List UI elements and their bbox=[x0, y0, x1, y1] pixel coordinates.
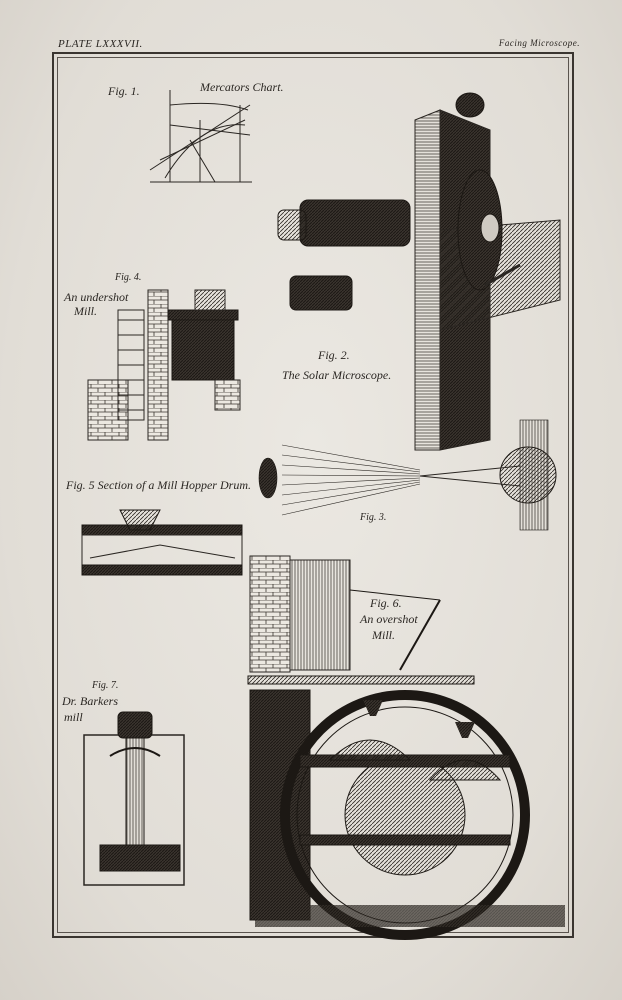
plate-title: PLATE LXXXVII. bbox=[58, 38, 143, 50]
fig7-title-line1: Dr. Barkers bbox=[62, 694, 118, 708]
fig4-undershot-mill bbox=[87, 289, 241, 441]
fig7-barkers-mill bbox=[83, 711, 185, 886]
fig5-caption: Fig. 5 Section of a Mill Hopper Drum. bbox=[66, 478, 251, 492]
fig1-number: Fig. 1. bbox=[108, 84, 140, 98]
fig5-hopper-drum bbox=[81, 509, 243, 576]
fig3-number: Fig. 3. bbox=[360, 512, 387, 523]
fig2-title: The Solar Microscope. bbox=[282, 368, 392, 382]
fig6-title-line1: An overshot bbox=[360, 612, 418, 626]
fig2-number: Fig. 2. bbox=[318, 348, 350, 362]
fig1-mercator-diagram bbox=[149, 90, 252, 183]
fig6-number: Fig. 6. bbox=[370, 596, 402, 610]
fig2-solar-microscope bbox=[277, 92, 561, 451]
fig6-overshot-mill bbox=[247, 555, 565, 940]
fig4-title-line1: An undershot bbox=[64, 290, 129, 304]
fig7-number: Fig. 7. bbox=[92, 680, 119, 691]
fig4-title-line2: Mill. bbox=[74, 304, 97, 318]
facing-note: Facing Microscope. bbox=[498, 38, 580, 48]
fig1-title: Mercators Chart. bbox=[200, 80, 284, 94]
fig7-title-line2: mill bbox=[64, 710, 83, 724]
fig4-number: Fig. 4. bbox=[115, 272, 142, 283]
plate-border bbox=[52, 52, 574, 938]
fig3-ray-diagram bbox=[258, 419, 557, 531]
fig6-title-line2: Mill. bbox=[372, 628, 395, 642]
